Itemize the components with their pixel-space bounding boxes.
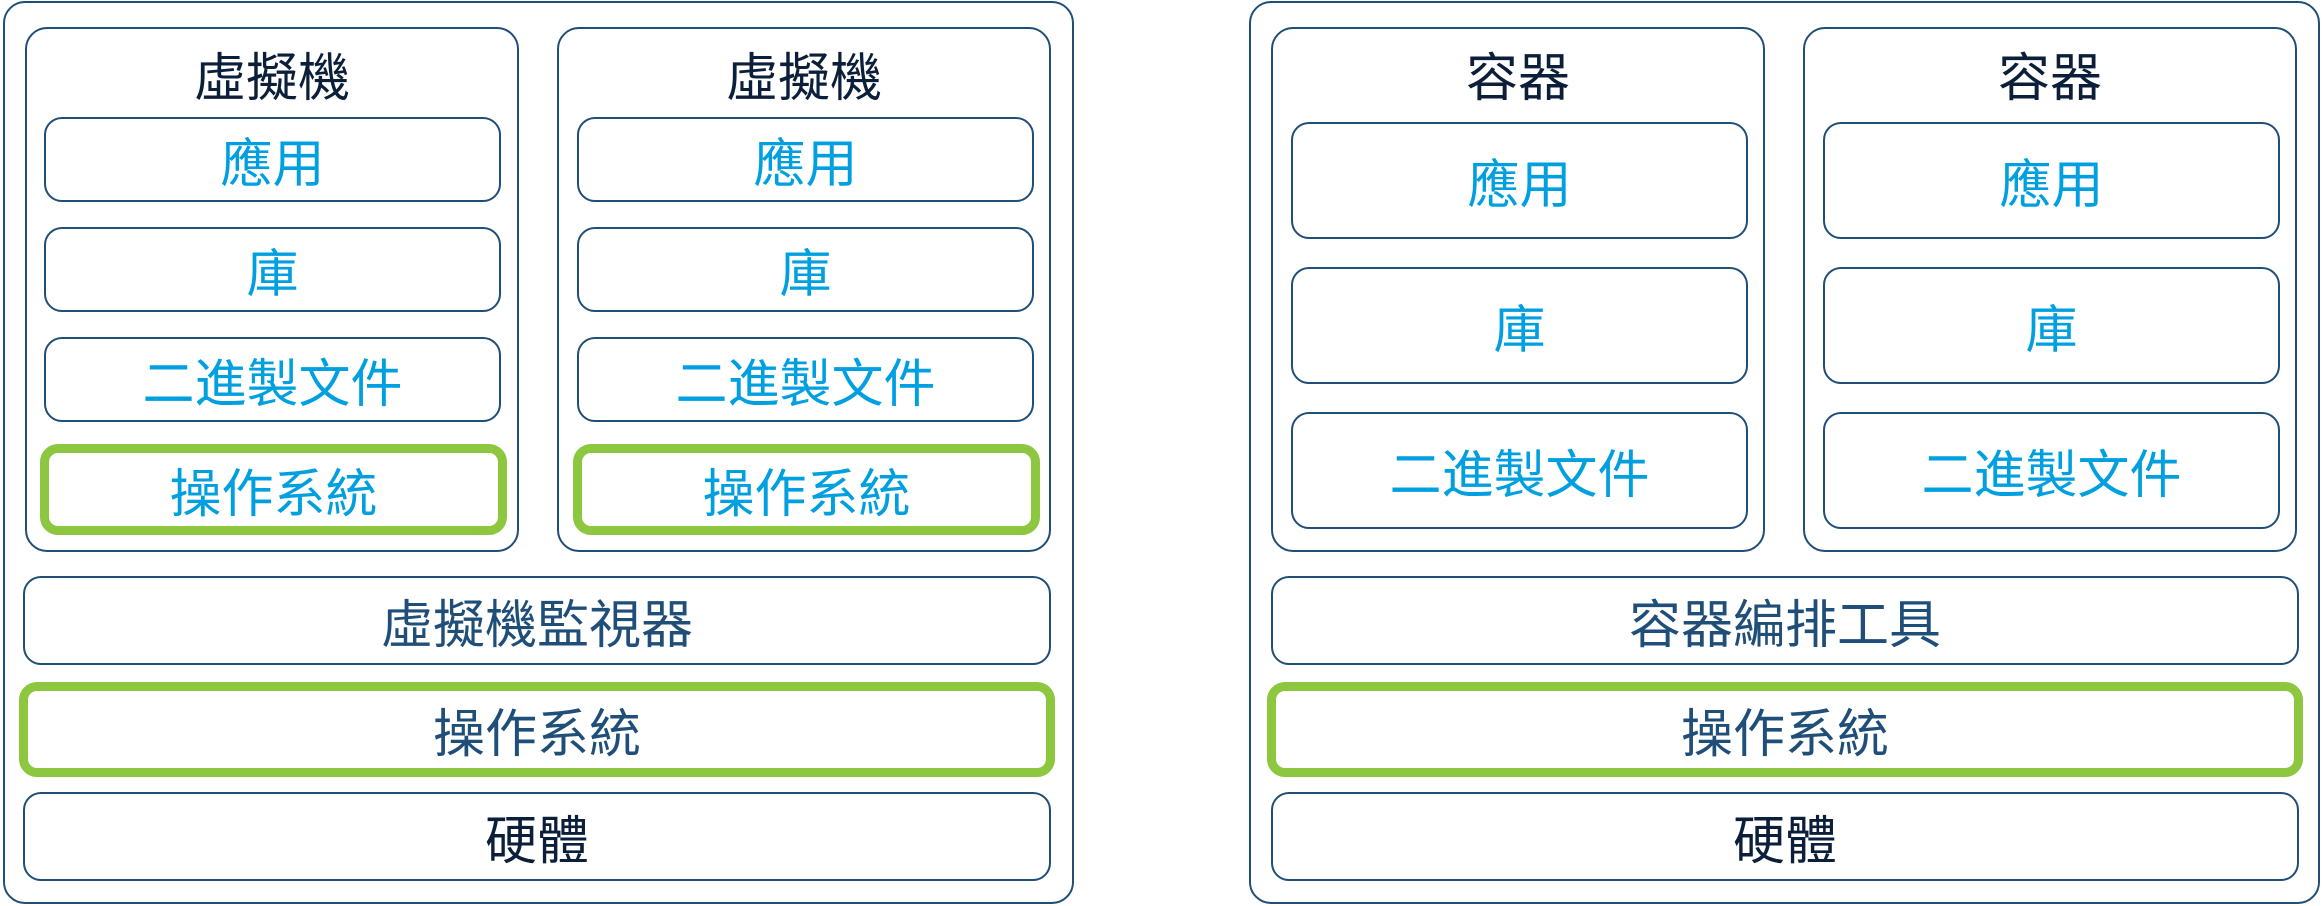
container-orchestrator-layer: 容器編排工具 [1271,576,2299,665]
virtual-machine-2-title: 虛擬機 [725,48,882,109]
hypervisor-layer: 虛擬機監視器 [23,576,1051,665]
vm-1-binaries-layer: 二進製文件 [44,337,501,422]
vm-1-library-layer: 庫 [44,227,501,312]
vm-1-guest-os-layer: 操作系統 [40,444,507,535]
vm-hardware-layer: 硬體 [23,792,1051,881]
vm-1-app-layer: 應用 [44,117,501,202]
vm-2-guest-os-layer: 操作系統 [573,444,1040,535]
container-2-title: 容器 [1997,48,2102,109]
container-2-binaries-layer: 二進製文件 [1823,412,2280,529]
vm-2-binaries-layer: 二進製文件 [577,337,1034,422]
vm-host-os-layer: 操作系統 [19,682,1055,777]
vm-2-library-layer: 庫 [577,227,1034,312]
virtual-machine-1-title: 虛擬機 [193,48,350,109]
container-1-title: 容器 [1465,48,1570,109]
vm-2-app-layer: 應用 [577,117,1034,202]
container-host-os-layer: 操作系統 [1267,682,2303,777]
container-1-library-layer: 庫 [1291,267,1748,384]
container-2-app-layer: 應用 [1823,122,2280,239]
container-1-app-layer: 應用 [1291,122,1748,239]
container-hardware-layer: 硬體 [1271,792,2299,881]
container-1-binaries-layer: 二進製文件 [1291,412,1748,529]
container-2-library-layer: 庫 [1823,267,2280,384]
